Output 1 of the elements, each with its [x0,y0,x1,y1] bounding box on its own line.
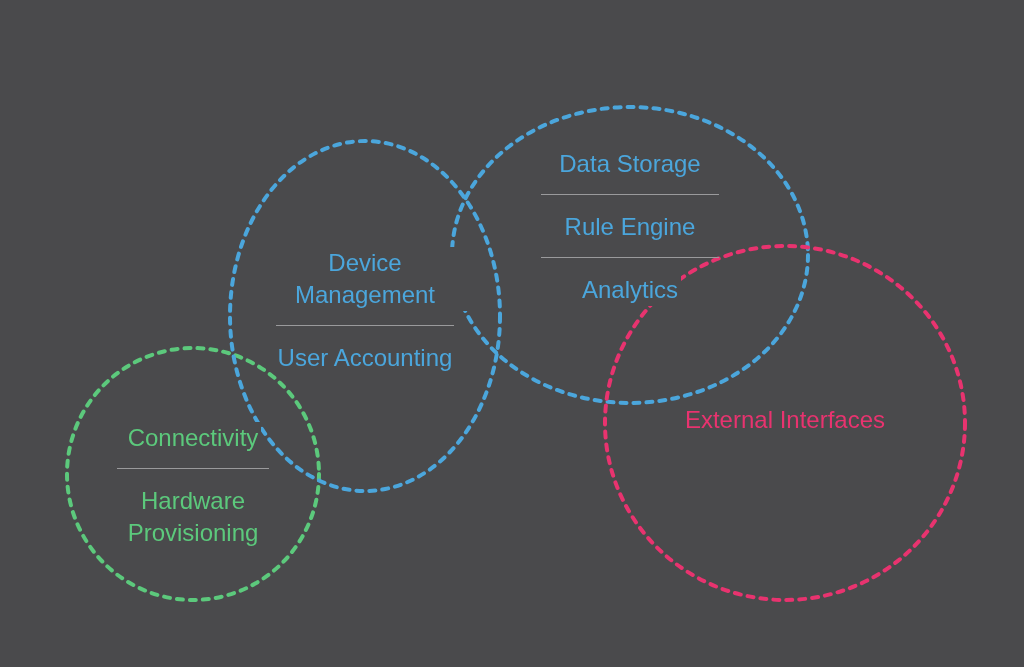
dashed-circle [450,105,810,405]
